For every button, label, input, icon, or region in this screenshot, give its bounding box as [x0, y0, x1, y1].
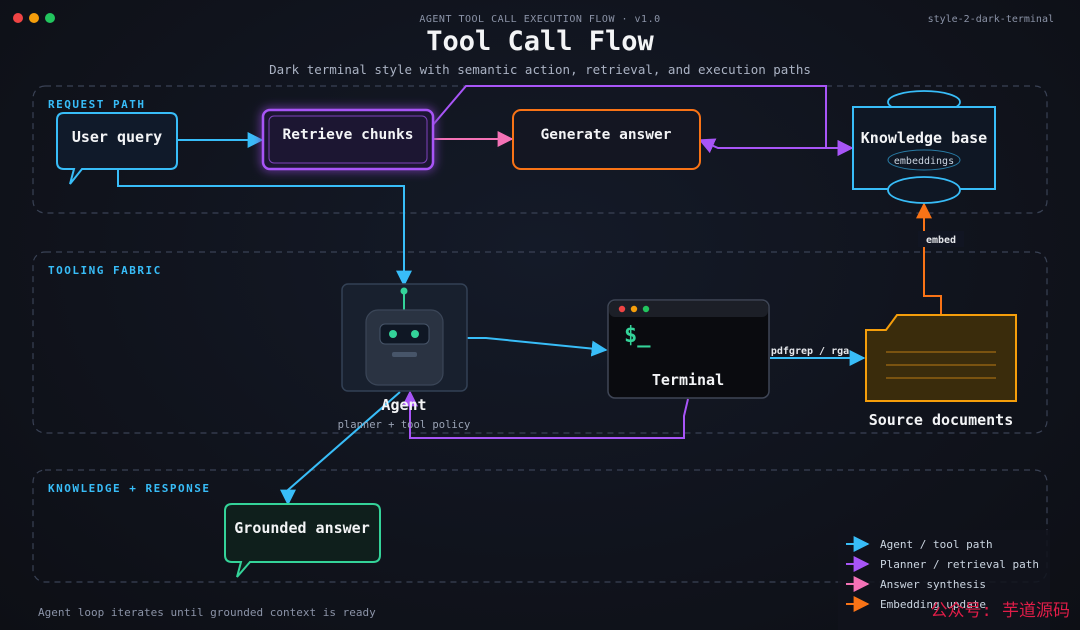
edge-label-embed: embed — [926, 235, 956, 246]
legend: Agent / tool path Planner / retrieval pa… — [838, 530, 1050, 630]
legend-bg — [838, 530, 1050, 630]
node-grounded-answer[interactable]: Grounded answer — [224, 503, 381, 578]
minimize-dot-icon[interactable] — [29, 13, 39, 23]
grounded-answer-label: Grounded answer — [234, 519, 369, 537]
terminal-dot-red — [618, 305, 626, 313]
agent-sublabel: planner + tool policy — [338, 419, 471, 431]
edge-agent-to-grounded — [280, 391, 401, 506]
robot-eye-left — [389, 330, 397, 338]
source-documents-label: Source documents — [869, 411, 1014, 429]
kb-subtitle: embeddings — [894, 156, 954, 167]
terminal-dot-yellow — [630, 305, 638, 313]
agent-label: Agent — [381, 396, 426, 414]
style-tag: style-2-dark-terminal — [928, 14, 1054, 25]
folder-icon — [865, 314, 1017, 402]
maximize-dot-icon[interactable] — [45, 13, 55, 23]
user-query-label: User query — [72, 128, 162, 146]
header-title: AGENT TOOL CALL EXECUTION FLOW · v1.0 — [419, 14, 660, 25]
lane-tooling-fabric — [32, 251, 1048, 434]
embed-label-bg — [918, 231, 964, 247]
terminal-prompt: $_ — [624, 323, 651, 348]
lane-tooling-label: TOOLING FABRIC — [48, 264, 162, 277]
watermark: 公众号: 芋道源码 — [931, 601, 1070, 621]
kb-sub-pill — [887, 149, 961, 171]
edge-label-pdfgrep: pdfgrep / rga — [771, 346, 849, 357]
terminal-dot-green — [642, 305, 650, 313]
legend-item-synthesis: Answer synthesis — [880, 578, 986, 591]
robot-head-icon — [365, 309, 444, 386]
node-agent[interactable]: Agent planner + tool policy — [338, 283, 471, 431]
robot-visor — [379, 323, 430, 345]
retrieve-chunks-label: Retrieve chunks — [283, 127, 414, 143]
terminal-titlebar — [609, 301, 768, 317]
terminal-label: Terminal — [652, 371, 724, 389]
edge-agent-to-terminal — [467, 337, 608, 357]
edge-kb-generate — [698, 138, 854, 156]
lane-knowledge-response — [32, 469, 1048, 583]
lane-knowledge-label: KNOWLEDGE + RESPONSE — [48, 482, 210, 495]
node-user-query[interactable]: User query — [56, 112, 178, 185]
page-title: Tool Call Flow — [426, 26, 654, 57]
node-knowledge-base[interactable]: Knowledge base embeddings — [852, 90, 996, 204]
generate-answer-label: Generate answer — [541, 127, 672, 143]
node-retrieve-chunks[interactable]: Retrieve chunks — [261, 108, 435, 171]
edge-terminal-to-agent-loop — [402, 390, 689, 439]
legend-item-embedding: Embedding update — [880, 598, 986, 611]
lane-request-label: REQUEST PATH — [48, 98, 145, 111]
robot-eye-right — [411, 330, 419, 338]
kb-title: Knowledge base — [861, 129, 987, 147]
agent-antenna-tip — [400, 287, 408, 295]
node-source-documents[interactable]: Source documents — [865, 314, 1017, 429]
close-dot-icon[interactable] — [13, 13, 23, 23]
robot-mouth — [392, 352, 417, 357]
node-terminal[interactable]: $_ Terminal — [607, 299, 770, 399]
legend-item-planner: Planner / retrieval path — [880, 558, 1039, 571]
edge-query-to-agent — [117, 170, 412, 287]
kb-bottom-ellipse — [887, 176, 961, 204]
footer-note: Agent loop iterates until grounded conte… — [38, 606, 376, 619]
edge-docs-to-kb — [916, 202, 942, 315]
node-generate-answer[interactable]: Generate answer — [512, 109, 701, 170]
legend-item-agent: Agent / tool path — [880, 538, 993, 551]
page-subtitle: Dark terminal style with semantic action… — [269, 62, 811, 77]
